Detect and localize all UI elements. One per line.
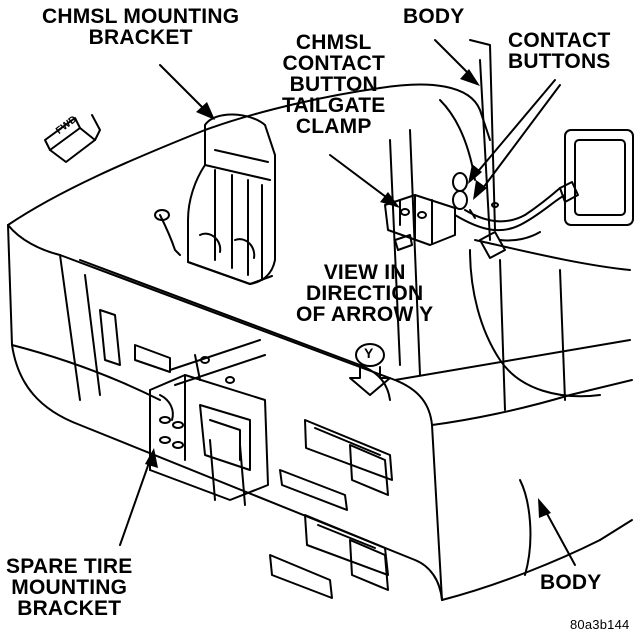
- label-line: OF ARROW Y: [296, 303, 434, 326]
- chmsl-bracket-drawing: [154, 113, 276, 285]
- label-line: CONTACT: [282, 52, 385, 75]
- label-body-top: BODY: [403, 5, 465, 28]
- tailgate-hinges: [99, 309, 393, 599]
- label-line: DIRECTION: [306, 282, 424, 305]
- label-contact-buttons: CONTACT BUTTONS: [508, 30, 611, 72]
- label-chmsl-mounting-bracket: CHMSL MOUNTING BRACKET: [42, 6, 239, 48]
- label-line: SPARE TIRE: [6, 555, 133, 578]
- contact-buttons-drawing: [452, 172, 579, 259]
- label-line: CLAMP: [295, 115, 372, 138]
- figure-id: 80a3b144: [570, 617, 630, 632]
- label-line: VIEW IN: [323, 261, 406, 284]
- body-upper-panels: [204, 39, 631, 411]
- label-line: BUTTON: [289, 73, 378, 96]
- tailgate-clamp-drawing: [384, 194, 456, 251]
- arrowheads: [145, 69, 551, 518]
- label-line: MOUNTING: [11, 576, 128, 599]
- label-line: TAILGATE: [282, 94, 386, 117]
- label-line: BRACKET: [17, 597, 122, 620]
- spare-tire-bracket-drawing: [149, 339, 269, 506]
- label-line: CONTACT: [508, 29, 611, 52]
- label-view-in-direction: VIEW IN DIRECTION OF ARROW Y: [296, 262, 433, 325]
- label-line: CHMSL: [295, 31, 372, 54]
- label-line: BRACKET: [88, 26, 193, 49]
- fwd-arrow-drawing: [44, 114, 101, 163]
- label-line: CHMSL MOUNTING: [42, 5, 240, 28]
- view-y-marker-label: Y: [364, 345, 374, 361]
- label-chmsl-contact-button-tailgate-clamp: CHMSL CONTACT BUTTON TAILGATE CLAMP: [282, 32, 385, 137]
- label-body-bottom: BODY: [540, 571, 602, 594]
- leader-lines: [119, 39, 576, 566]
- view-y-marker-drawing: [349, 343, 391, 396]
- vehicle-body-outline: [7, 129, 633, 601]
- label-line: BUTTONS: [508, 50, 611, 73]
- label-spare-tire-mounting-bracket: SPARE TIRE MOUNTING BRACKET: [6, 556, 132, 619]
- contact-plate-drawing: [564, 129, 634, 226]
